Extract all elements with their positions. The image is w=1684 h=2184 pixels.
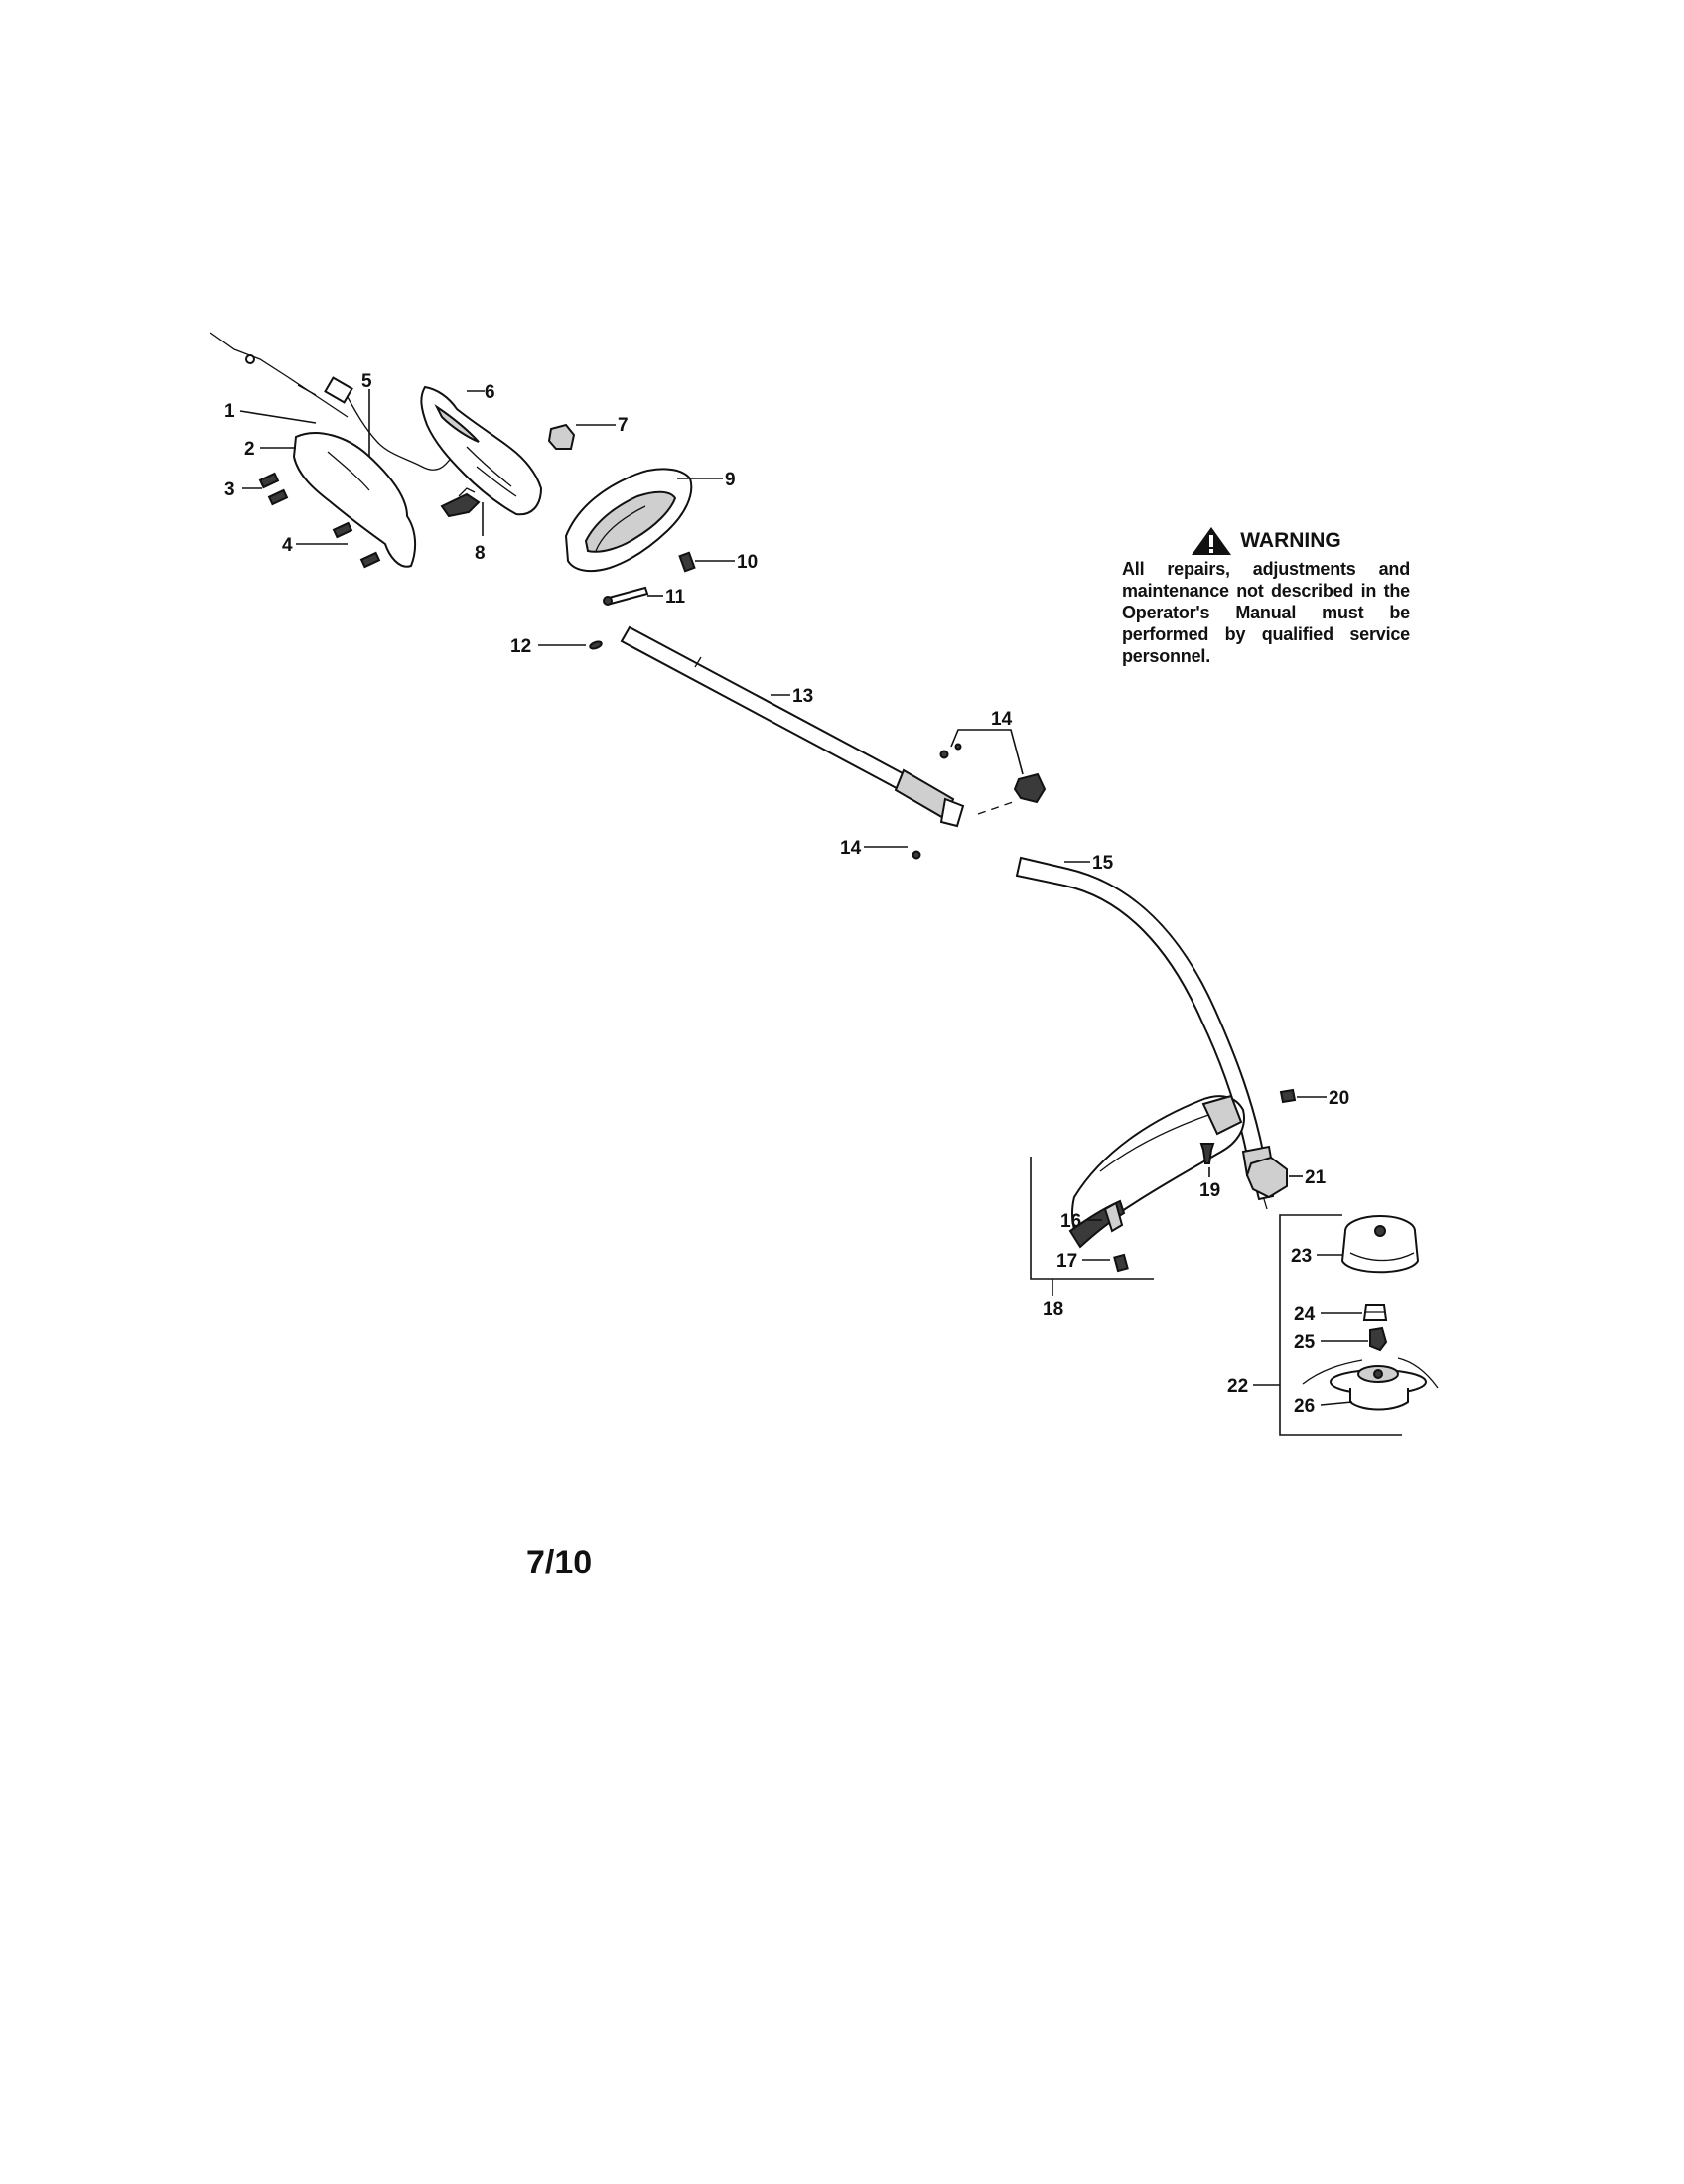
callout-1: 1 [224,401,235,422]
part-9-assist-handle [564,468,693,573]
part-19-screw [1199,1143,1215,1164]
callout-19: 19 [1199,1180,1220,1201]
callout-22: 22 [1227,1376,1248,1397]
part-6-housing-right [420,385,543,516]
callout-14-lower: 14 [840,838,862,859]
leader-lines [239,389,1368,1406]
callout-14-upper: 14 [991,709,1013,730]
part-16-line-cutter [1103,1201,1124,1233]
part-13-upper-shaft [620,625,965,828]
callout-23: 23 [1291,1246,1312,1267]
part-3-screws [258,472,289,506]
page-number: 7/10 [526,1544,593,1581]
callout-15: 15 [1092,853,1114,874]
warning-heading: WARNING [1122,526,1410,556]
part-11-bolt [603,586,649,606]
callout-11: 11 [665,587,686,608]
callout-7: 7 [618,415,629,436]
part-8-trigger [440,487,481,518]
part-17-screw [1113,1253,1129,1273]
callout-9: 9 [725,470,736,490]
callout-16: 16 [1060,1211,1081,1232]
callout-2: 2 [244,439,255,460]
warning-body: All repairs, adjustments and maintenance… [1122,559,1410,666]
callout-10: 10 [737,552,758,573]
warning-title: WARNING [1240,529,1341,552]
part-12-pin [589,640,603,650]
part-5-switch-wires [324,376,453,471]
callout-12: 12 [510,636,531,657]
callout-25: 25 [1294,1332,1316,1353]
callout-5: 5 [361,371,372,392]
part-23-spool-cover [1340,1215,1420,1274]
part-18-guard [1068,1094,1245,1249]
part-24-spring [1362,1304,1388,1321]
callout-18: 18 [1043,1299,1063,1320]
part-25-inner-reel [1369,1326,1388,1352]
callout-21: 21 [1305,1167,1327,1188]
callout-4: 4 [282,535,293,556]
part-4-screws [332,521,381,569]
callout-20: 20 [1329,1088,1349,1109]
part-22-bracket [1279,1214,1402,1436]
callout-13: 13 [792,686,813,707]
warning-notice: WARNING All repairs, adjustments and mai… [1122,526,1410,667]
callout-3: 3 [224,479,235,500]
callout-24: 24 [1294,1304,1316,1325]
part-14-coupler-hardware [912,743,1047,860]
part-26-hub [1302,1357,1439,1411]
part-18-bracket [1030,1157,1154,1296]
part-7-switch [547,423,576,450]
callout-17: 17 [1056,1251,1077,1272]
callout-labels: 1 2 3 4 5 6 7 8 9 10 11 12 13 14 14 15 1… [224,371,1349,1417]
callout-6: 6 [485,382,495,403]
part-1-throttle-cable [210,332,349,418]
part-2-housing-left [292,432,417,568]
part-10-screw [678,551,696,573]
callout-8: 8 [475,543,486,564]
callout-26: 26 [1294,1396,1315,1417]
warning-triangle-icon [1192,527,1232,555]
part-21-nut [1245,1156,1288,1199]
part-20-screw [1279,1088,1297,1104]
